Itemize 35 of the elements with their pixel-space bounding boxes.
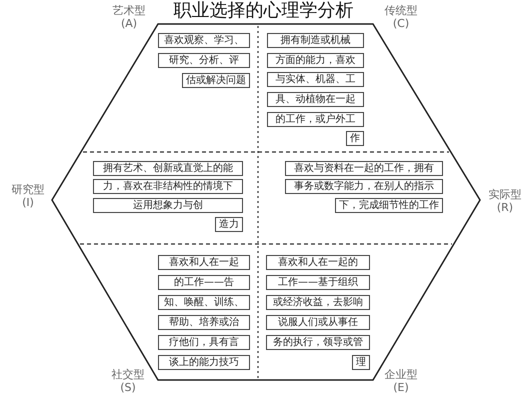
type-label: 社交型 (S)	[110, 368, 146, 394]
description-box: 务的执行，领导或管	[266, 335, 370, 350]
description-box: 帮助、培养或治	[158, 315, 250, 330]
description-box: 力，喜欢在非结构性的情境下	[93, 179, 243, 194]
description-box: 喜欢与资料在一起的工作，拥有	[285, 161, 443, 176]
description-box: 谈上的能力技巧	[158, 355, 250, 370]
description-box: 运用想象力与创	[93, 198, 243, 213]
description-box: 估或解决问题	[182, 73, 250, 88]
description-box: 具、动植物在一起	[267, 92, 364, 107]
description-box: 喜欢和人在一起的	[266, 255, 370, 270]
type-label: 实际型 (R)	[488, 188, 522, 214]
type-label: 企业型 (E)	[384, 368, 418, 394]
description-box: 造力	[215, 217, 243, 232]
description-box: 下，完成细节性的工作	[335, 198, 443, 213]
description-box: 作	[346, 131, 364, 146]
description-box: 拥有制造或机械	[267, 33, 364, 48]
description-box: 喜欢和人在一起	[158, 255, 250, 270]
description-box: 研究、分析、评	[158, 53, 250, 68]
type-label: 研究型 (I)	[10, 183, 46, 209]
description-box: 与实体、机器、工	[267, 72, 364, 87]
description-box: 知、唤醒、训练、	[158, 295, 250, 310]
type-label: 传统型 (C)	[384, 4, 418, 30]
description-box: 拥有艺术、创新或直觉上的能	[93, 161, 243, 176]
description-box: 方面的能力，喜欢	[267, 53, 364, 68]
description-box: 或经济收益，去影响	[266, 295, 370, 310]
description-box: 疗他们，具有言	[158, 335, 250, 350]
type-label: 艺术型 (A)	[112, 4, 146, 30]
diagram-title: 职业选择的心理学分析	[174, 1, 354, 21]
description-box: 工作——基于组织	[266, 275, 370, 290]
description-box: 说服人们或从事任	[266, 315, 370, 330]
description-box: 的工作，或户外工	[267, 112, 364, 127]
description-box: 的工作——告	[158, 275, 250, 290]
description-box: 事务或数字能力，在别人的指示	[285, 179, 443, 194]
description-box: 喜欢观察、学习、	[158, 33, 250, 48]
description-box: 理	[352, 355, 370, 370]
